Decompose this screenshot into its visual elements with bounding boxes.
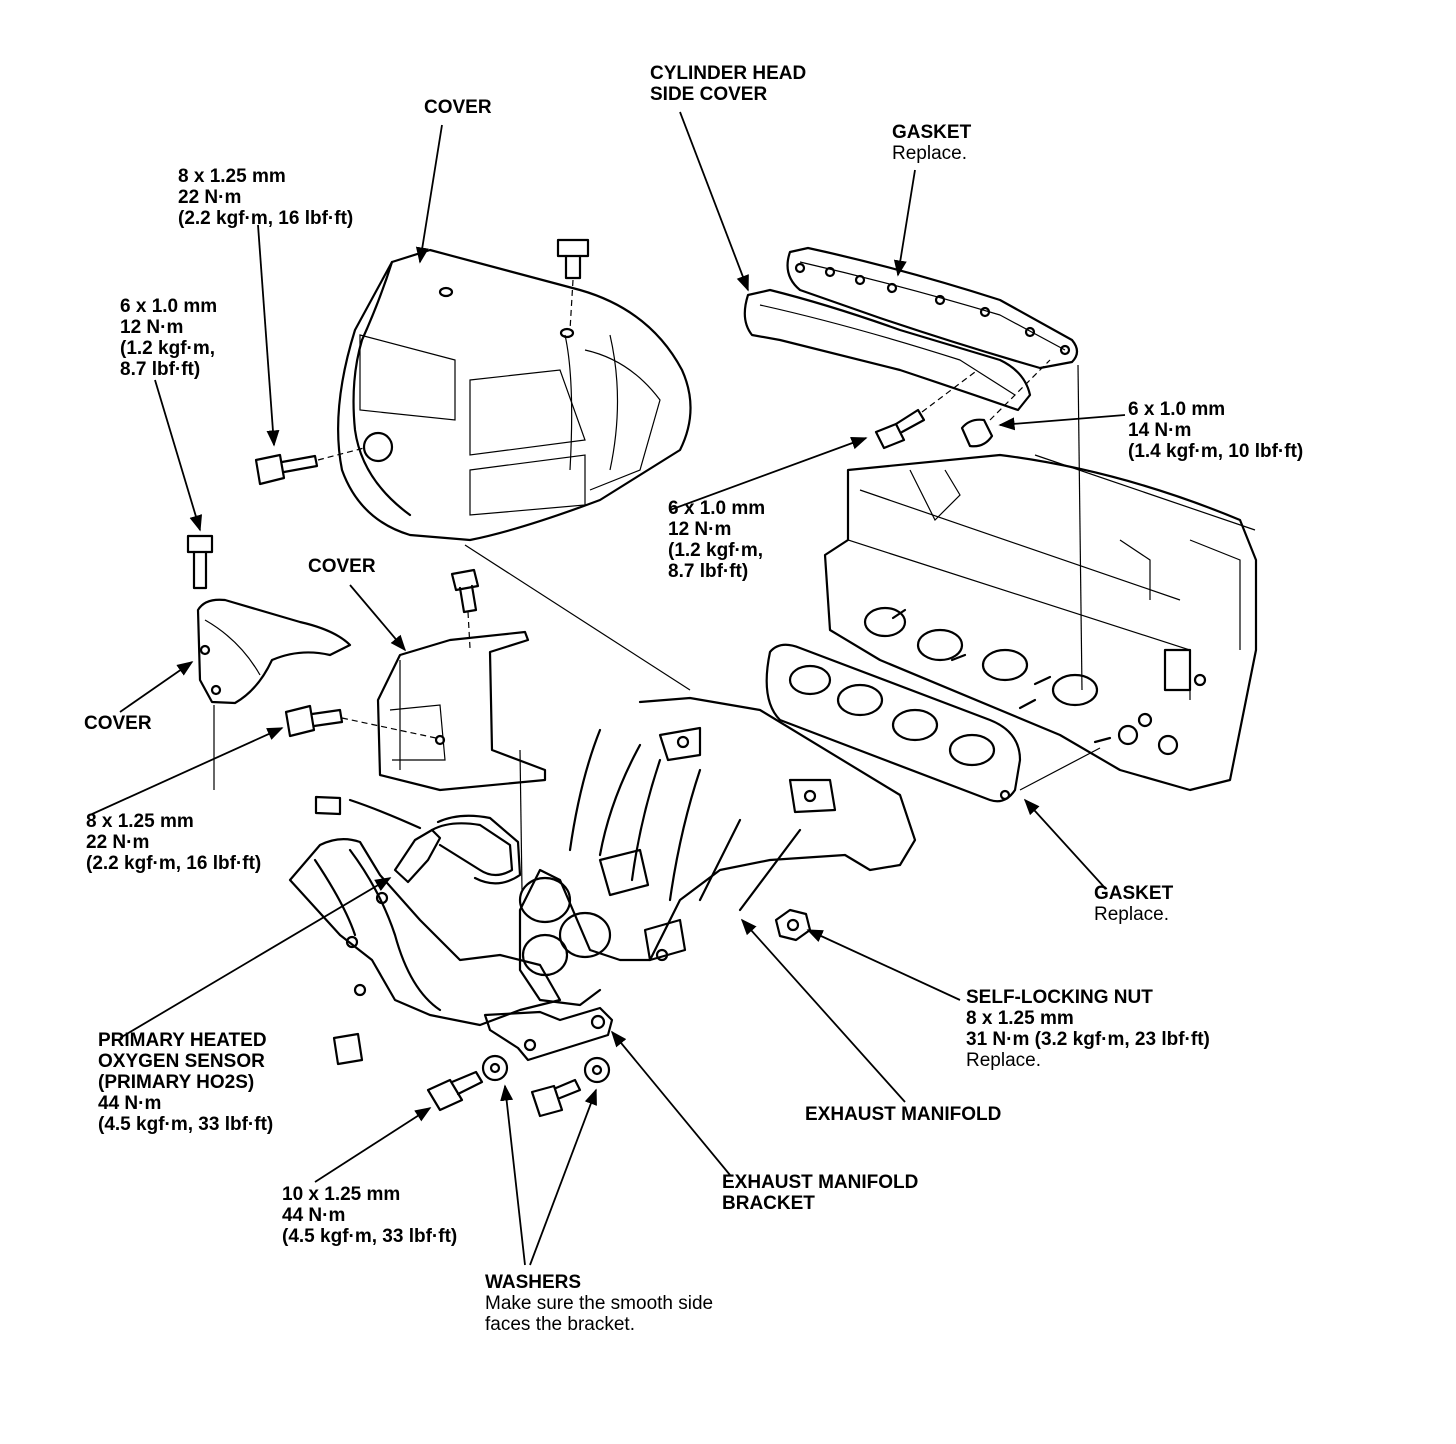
label-side-cover-bolt-right: 6 x 1.0 mm 14 N·m (1.4 kgf·m, 10 lbf·ft): [1128, 399, 1303, 462]
label-line: (1.4 kgf·m, 10 lbf·ft): [1128, 441, 1304, 462]
label-line: 10 x 1.25 mm: [282, 1184, 401, 1205]
label-line: SELF-LOCKING NUT: [966, 987, 1153, 1008]
label-line: 8.7 lbf·ft): [668, 561, 749, 582]
label-exhaust-manifold-bracket: EXHAUST MANIFOLD BRACKET: [722, 1172, 918, 1214]
label-line: (2.2 kgf·m, 16 lbf·ft): [86, 853, 262, 874]
cylinder-head-drawing: [823, 453, 1258, 792]
label-line: 6 x 1.0 mm: [1128, 399, 1226, 420]
label-line: 22 N·m: [178, 187, 242, 208]
label-exhaust-manifold: EXHAUST MANIFOLD: [805, 1104, 1001, 1125]
label-line: (PRIMARY HO2S): [98, 1072, 255, 1093]
label-cover-left: COVER: [84, 713, 152, 734]
label-line: 44 N·m: [98, 1093, 162, 1114]
label-washers-title: WASHERS: [485, 1272, 582, 1293]
label-line: SIDE COVER: [650, 84, 768, 105]
label-cover-left-bolt: 6 x 1.0 mm 12 N·m (1.2 kgf·m, 8.7 lbf·ft…: [120, 296, 217, 380]
label-line: 44 N·m: [282, 1205, 346, 1226]
label-washers: WASHERS Make sure the smooth side faces …: [485, 1272, 713, 1335]
label-cylinder-head-side-cover: CYLINDER HEAD SIDE COVER: [650, 63, 806, 105]
label-line: 8 x 1.25 mm: [178, 166, 286, 187]
label-line: 22 N·m: [86, 832, 150, 853]
label-primary-ho2s: PRIMARY HEATED OXYGEN SENSOR (PRIMARY HO…: [98, 1030, 273, 1135]
leader-lines: [89, 111, 1126, 1266]
label-cover-middle-title: COVER: [308, 556, 376, 577]
label-self-locking-nut-note: Replace.: [966, 1050, 1041, 1071]
label-self-locking-nut: SELF-LOCKING NUT 8 x 1.25 mm 31 N·m (3.2…: [966, 987, 1210, 1071]
label-line: BRACKET: [722, 1193, 815, 1214]
label-line: (1.2 kgf·m,: [120, 338, 216, 359]
label-cover-top-title: COVER: [424, 97, 492, 118]
label-cover-middle: COVER: [308, 556, 376, 577]
label-gasket-top-note: Replace.: [892, 143, 967, 164]
label-gasket-manifold-title: GASKET: [1094, 883, 1174, 904]
exhaust-manifold-drawing: [288, 696, 917, 1118]
left-heat-cover-drawing: [186, 534, 352, 790]
upper-heat-cover-drawing: [254, 238, 692, 691]
label-line: 6 x 1.0 mm: [668, 498, 766, 519]
middle-heat-cover-drawing: [284, 568, 547, 891]
label-gasket-top-title: GASKET: [892, 122, 972, 143]
label-bracket-bolt: 10 x 1.25 mm 44 N·m (4.5 kgf·m, 33 lbf·f…: [282, 1184, 457, 1247]
label-line: 31 N·m (3.2 kgf·m, 23 lbf·ft): [966, 1029, 1210, 1050]
label-line: EXHAUST MANIFOLD: [722, 1172, 919, 1193]
label-line: (2.2 kgf·m, 16 lbf·ft): [178, 208, 354, 229]
label-line: (1.2 kgf·m,: [668, 540, 764, 561]
label-line: (4.5 kgf·m, 33 lbf·ft): [98, 1114, 274, 1135]
label-line: 8.7 lbf·ft): [120, 359, 201, 380]
label-cover-top-bolt: 8 x 1.25 mm 22 N·m (2.2 kgf·m, 16 lbf·ft…: [178, 166, 353, 229]
label-line: 12 N·m: [668, 519, 732, 540]
label-line: 8 x 1.25 mm: [86, 811, 194, 832]
label-line: 12 N·m: [120, 317, 184, 338]
label-washers-note: faces the bracket.: [485, 1314, 635, 1335]
label-line: 6 x 1.0 mm: [120, 296, 218, 317]
label-line: OXYGEN SENSOR: [98, 1051, 265, 1072]
label-cover-top: COVER: [424, 97, 492, 118]
label-cover-middle-bolt: 8 x 1.25 mm 22 N·m (2.2 kgf·m, 16 lbf·ft…: [86, 811, 261, 874]
label-exhaust-manifold-title: EXHAUST MANIFOLD: [805, 1104, 1002, 1125]
label-line: CYLINDER HEAD: [650, 63, 807, 84]
label-washers-note: Make sure the smooth side: [485, 1293, 714, 1314]
manifold-gasket-drawing: [765, 643, 1101, 803]
label-line: (4.5 kgf·m, 33 lbf·ft): [282, 1226, 458, 1247]
label-line: 8 x 1.25 mm: [966, 1008, 1074, 1029]
label-gasket-manifold: GASKET Replace.: [1094, 883, 1173, 925]
label-gasket-manifold-note: Replace.: [1094, 904, 1169, 925]
cylinder-head-side-cover-drawing: [743, 246, 1083, 691]
label-side-cover-bolt-mid: 6 x 1.0 mm 12 N·m (1.2 kgf·m, 8.7 lbf·ft…: [668, 498, 765, 582]
label-gasket-top: GASKET Replace.: [892, 122, 971, 164]
label-line: PRIMARY HEATED: [98, 1030, 267, 1051]
label-line: 14 N·m: [1128, 420, 1192, 441]
label-cover-left-title: COVER: [84, 713, 152, 734]
